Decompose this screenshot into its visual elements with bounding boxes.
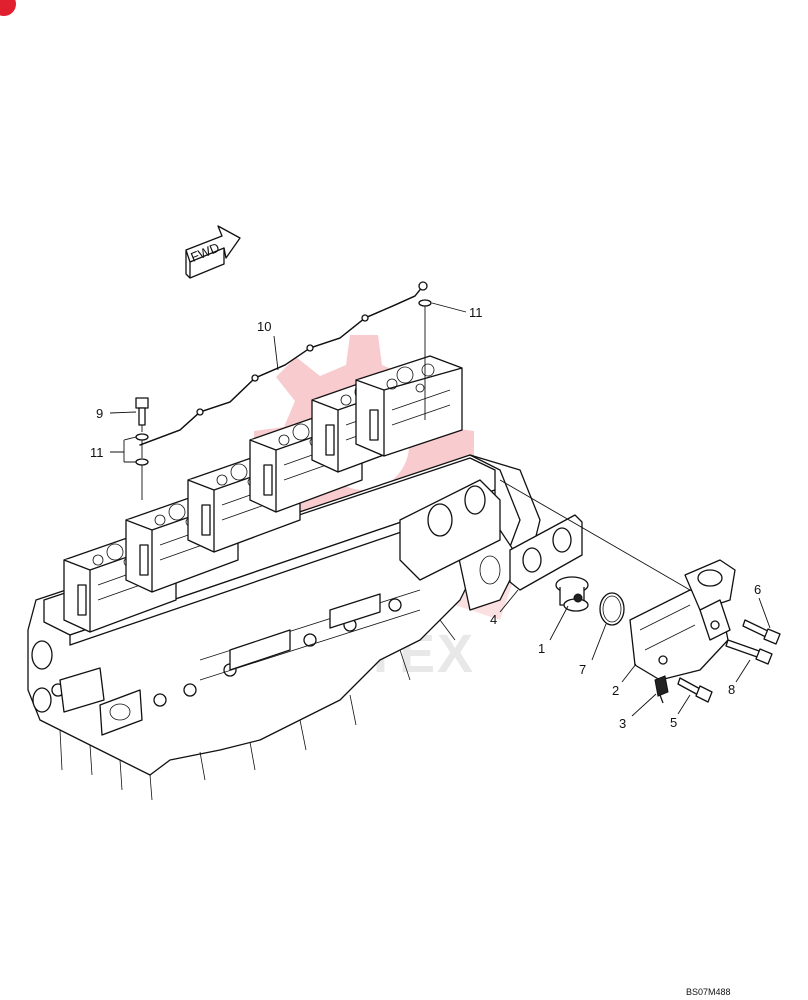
corner-mark (0, 0, 16, 16)
fuel-return-pipe (139, 281, 428, 446)
banjo-bolt-left (135, 397, 149, 500)
thermostat-housing (629, 559, 736, 681)
callout-11-right: 11 (469, 305, 483, 320)
callout-4: 4 (490, 612, 497, 627)
thermostat (555, 576, 589, 612)
callout-2: 2 (612, 683, 619, 698)
fwd-label: FWD (189, 240, 222, 265)
callout-10: 10 (257, 319, 271, 334)
leader-lines (109, 302, 771, 717)
manifold-flange (399, 479, 501, 581)
callout-1: 1 (538, 641, 545, 656)
temperature-sensor (654, 675, 669, 704)
drawing-code: BS07M488 (686, 987, 731, 997)
callout-5: 5 (670, 715, 677, 730)
bolt-6 (742, 619, 781, 645)
bolt-5 (677, 677, 713, 703)
fwd-arrow-icon: FWD (185, 225, 241, 279)
callout-11-left: 11 (90, 445, 104, 460)
callout-6: 6 (754, 582, 761, 597)
assembly-centerline (499, 479, 691, 591)
o-ring (599, 592, 625, 626)
callout-3: 3 (619, 716, 626, 731)
washer-right (418, 299, 432, 420)
thermostat-gasket (509, 514, 583, 591)
callout-9: 9 (96, 406, 103, 421)
cylinder-heads (63, 355, 463, 633)
cylinder-head-6 (355, 355, 463, 457)
callout-8: 8 (728, 682, 735, 697)
callout-labels: 1 2 3 4 5 6 7 8 9 10 11 11 (90, 305, 761, 731)
bolt-8 (725, 639, 773, 665)
callout-7: 7 (579, 662, 586, 677)
